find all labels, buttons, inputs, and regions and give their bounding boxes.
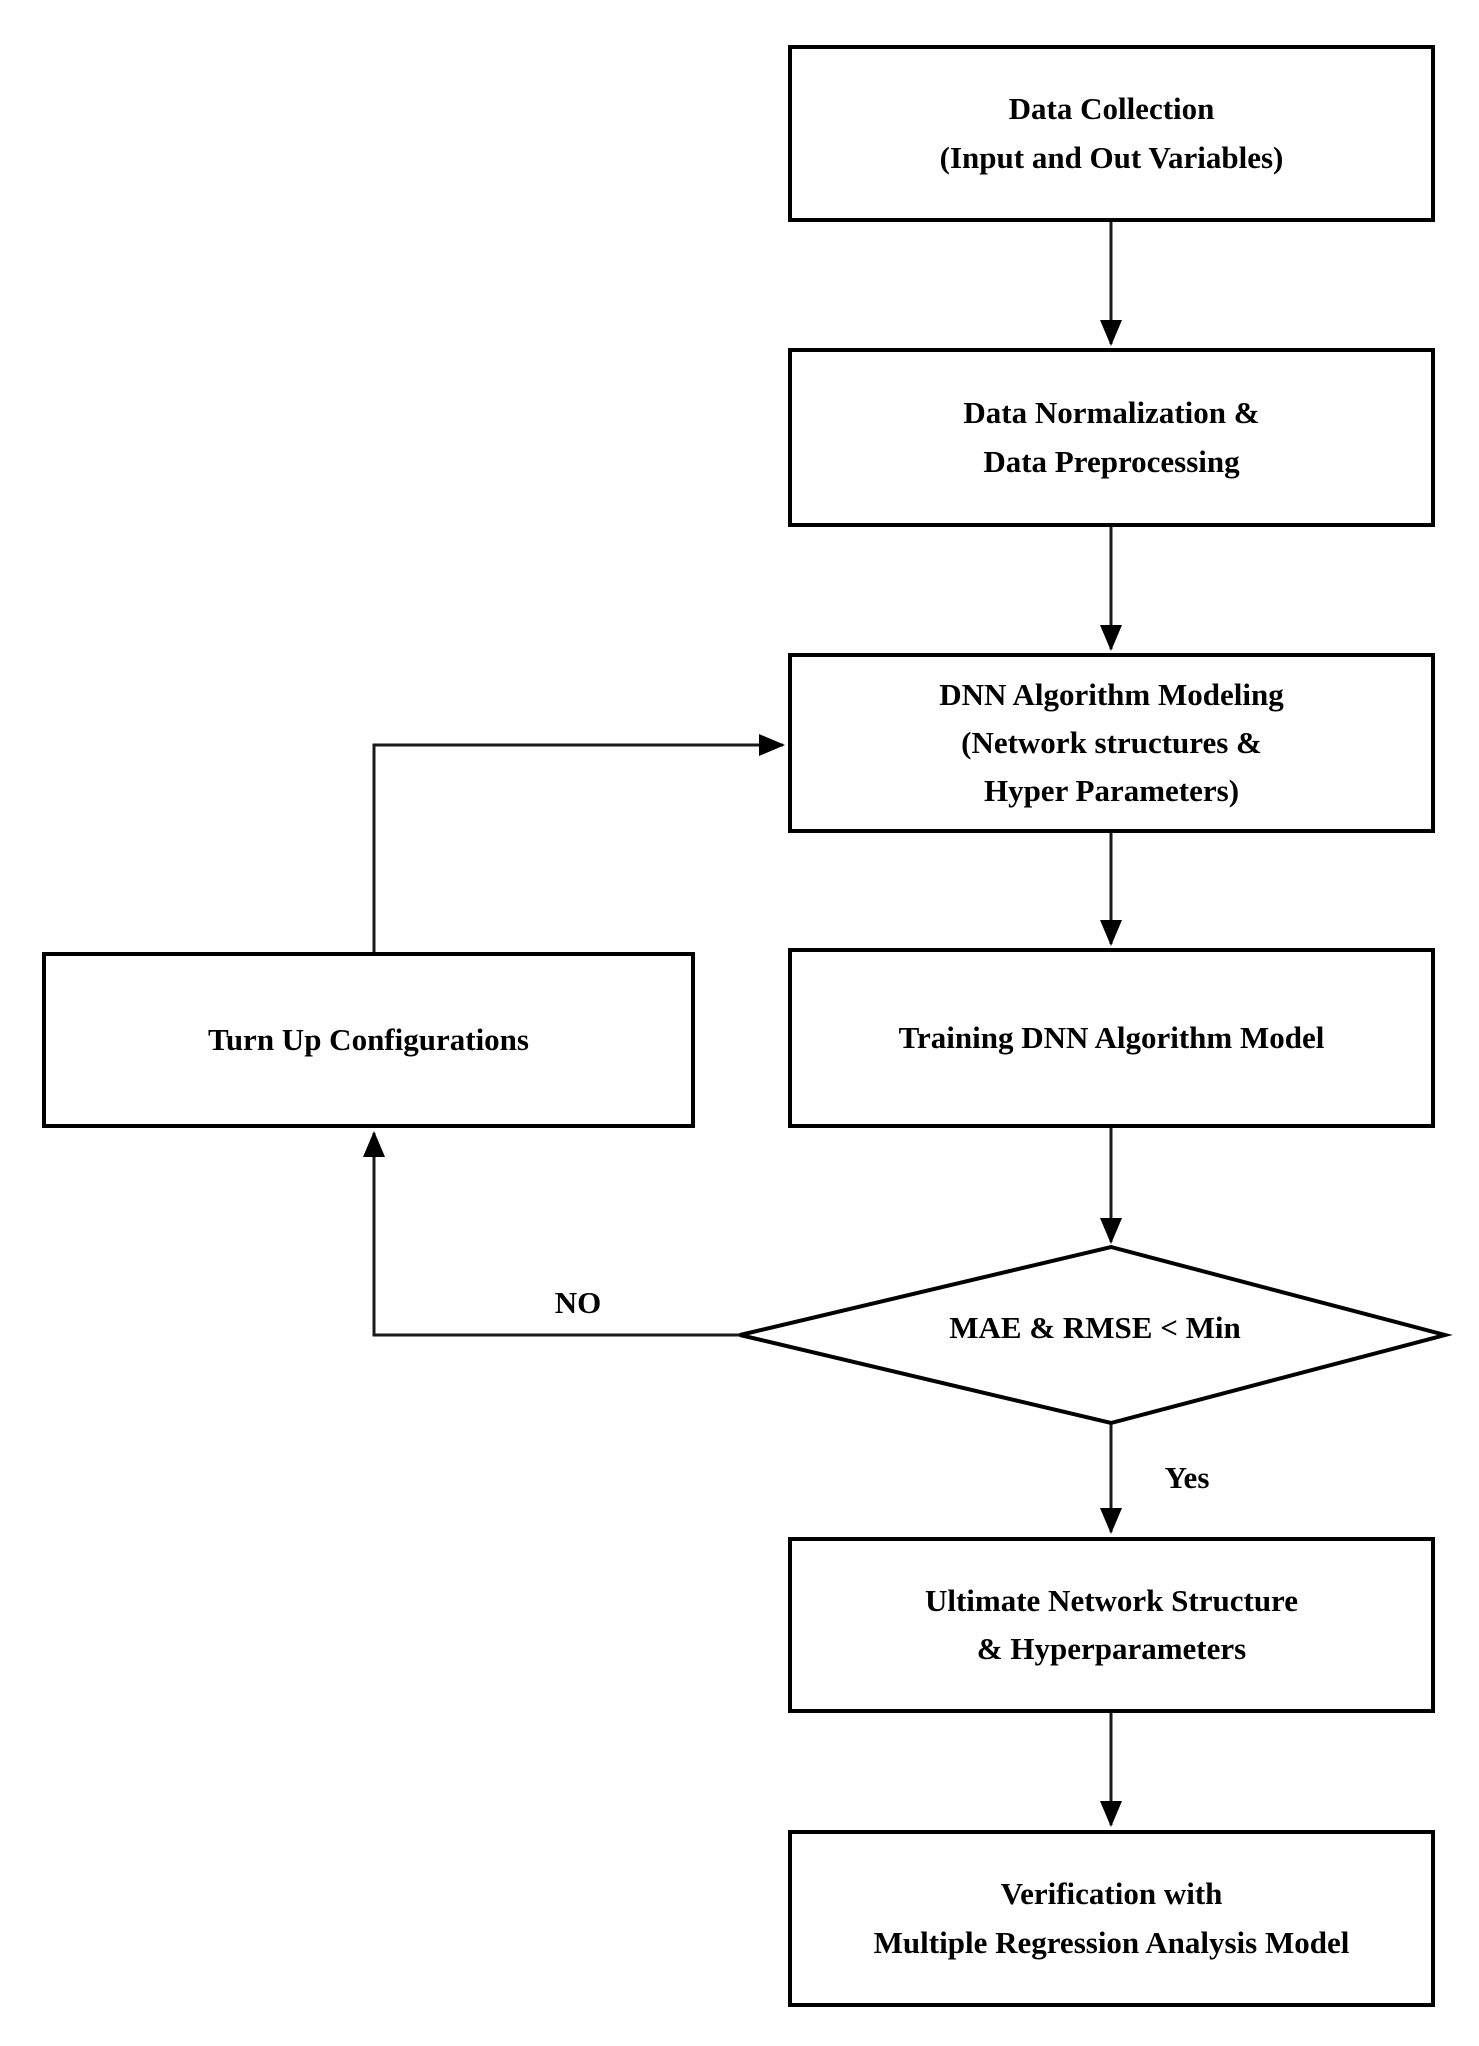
node-text-line: DNN Algorithm Modeling — [939, 676, 1284, 712]
node-text-line: Data Normalization & — [963, 395, 1260, 431]
node-dnn-modeling: DNN Algorithm Modeling (Network structur… — [788, 653, 1435, 833]
node-text-line: Hyper Parameters) — [983, 773, 1240, 809]
edge-label-no: NO — [554, 1285, 602, 1320]
node-text-line: Multiple Regression Analysis Model — [873, 1924, 1350, 1960]
node-data-collection: Data Collection (Input and Out Variables… — [788, 45, 1435, 222]
node-text-line: (Input and Out Variables) — [939, 139, 1284, 175]
edge-decision-no-to-turnup — [363, 1131, 740, 1337]
node-training: Training DNN Algorithm Model — [788, 948, 1435, 1128]
node-text-line: Verification with — [1000, 1876, 1223, 1912]
edge-turnup-to-modeling — [372, 734, 785, 952]
node-text-line: & Hyperparameters — [976, 1631, 1247, 1666]
node-text-line: Training DNN Algorithm Model — [898, 1019, 1325, 1055]
node-text-line: (Network structures & — [961, 724, 1262, 760]
decision-diamond — [739, 1244, 1453, 1426]
decision-label: MAE & RMSE < Min — [949, 1310, 1241, 1345]
edge-label-yes: Yes — [1164, 1460, 1210, 1495]
node-text-line: Data Collection — [1008, 91, 1215, 127]
node-data-normalization: Data Normalization & Data Preprocessing — [788, 348, 1435, 527]
node-verification: Verification with Multiple Regression An… — [788, 1830, 1435, 2007]
node-text-line: Ultimate Network Structure — [924, 1582, 1299, 1618]
node-text-line: Data Preprocessing — [983, 443, 1240, 479]
node-ultimate-network: Ultimate Network Structure & Hyperparame… — [788, 1537, 1435, 1713]
node-text-line: Turn Up Configurations — [207, 1021, 529, 1057]
node-turn-up-configurations: Turn Up Configurations — [42, 952, 695, 1128]
